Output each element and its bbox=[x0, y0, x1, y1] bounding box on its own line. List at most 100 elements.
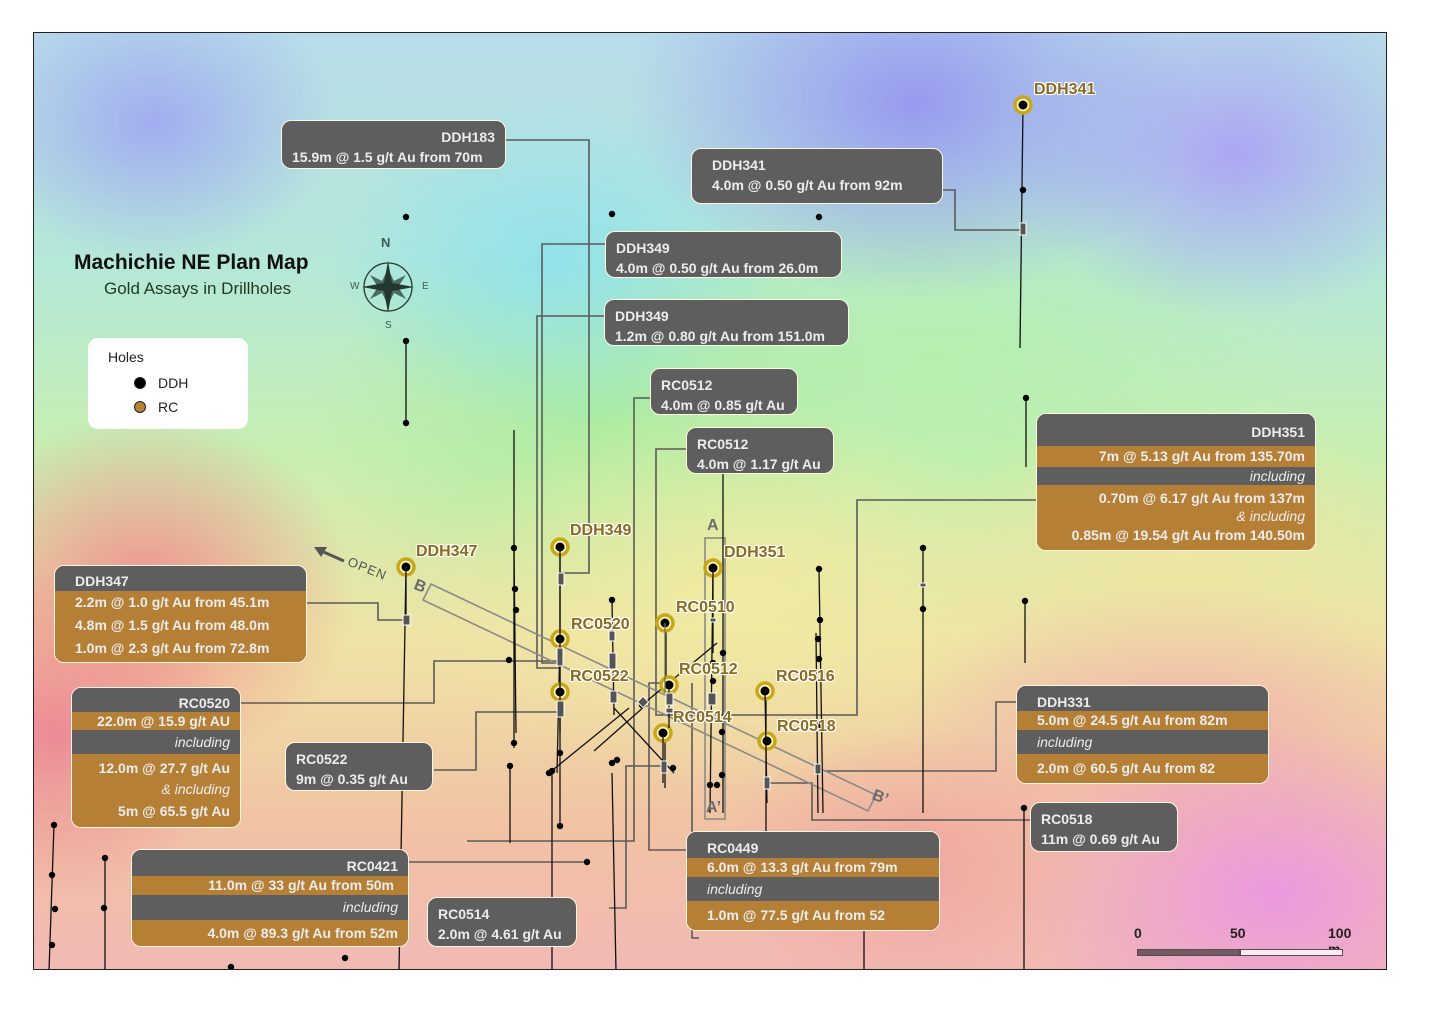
callout-including: including bbox=[687, 877, 939, 901]
section-lines bbox=[421, 537, 878, 820]
legend: Holes DDH RC bbox=[88, 338, 248, 429]
callout-assay: 11.0m @ 33 g/t Au from 50m bbox=[132, 876, 408, 895]
leader-rc0512a bbox=[467, 397, 655, 842]
callout-hole-name: DDH183 bbox=[441, 129, 495, 145]
leader-ddh331 bbox=[824, 701, 1016, 772]
callout-including: & including bbox=[161, 781, 231, 797]
callout-hole-name: DDH331 bbox=[1017, 686, 1268, 711]
leader-rc0421 bbox=[409, 861, 590, 863]
callout-ddh347[interactable]: DDH347 2.2m @ 1.0 g/t Au from 45.1m 4.8m… bbox=[54, 565, 307, 663]
callout-ddh349-deep[interactable]: DDH349 1.2m @ 0.80 g/t Au from 151.0m bbox=[604, 299, 849, 346]
callout-assay: 22.0m @ 15.9 g/t AU bbox=[72, 712, 240, 730]
legend-title: Holes bbox=[108, 349, 144, 365]
callout-ddh351[interactable]: DDH351 7m @ 5.13 g/t Au from 135.70m inc… bbox=[1036, 413, 1316, 551]
callout-assay: 7m @ 5.13 g/t Au from 135.70m bbox=[1037, 446, 1315, 467]
ddh-dot-icon bbox=[134, 377, 146, 389]
hole-label-ddh351[interactable]: DDH351 bbox=[724, 544, 786, 561]
hole-label-rc0516[interactable]: RC0516 bbox=[776, 668, 835, 685]
callout-ddh341[interactable]: DDH341 4.0m @ 0.50 g/t Au from 92m bbox=[691, 148, 943, 204]
leader-rc0512b bbox=[655, 448, 1037, 716]
hole-label-ddh341[interactable]: DDH341 bbox=[1034, 81, 1096, 98]
callout-hole-name: DDH349 bbox=[615, 308, 669, 324]
leader-ddh341 bbox=[942, 189, 1024, 231]
callout-rc0449[interactable]: RC0449 6.0m @ 13.3 g/t Au from 79m inclu… bbox=[686, 831, 940, 931]
callout-assay: 1.2m @ 0.80 g/t Au from 151.0m bbox=[615, 328, 825, 344]
hole-label-rc0520[interactable]: RC0520 bbox=[571, 616, 630, 633]
callout-hole-name: DDH341 bbox=[712, 157, 766, 173]
callout-assay: 4.0m @ 1.17 g/t Au bbox=[697, 456, 821, 472]
callout-assay: 0.85m @ 19.54 g/t Au from 140.50m bbox=[1071, 527, 1305, 543]
leader-ddh349b bbox=[536, 315, 606, 669]
callout-hole-name: RC0520 bbox=[72, 688, 240, 712]
legend-item-rc: RC bbox=[134, 399, 178, 415]
leader-rc0522 bbox=[434, 711, 559, 771]
callout-assay: 1.0m @ 77.5 g/t Au from 52 bbox=[687, 901, 939, 930]
callout-hole-name: RC0449 bbox=[687, 832, 939, 858]
leader-ddh349a bbox=[541, 243, 608, 664]
callout-assay: 1.0m @ 2.3 g/t Au from 72.8m bbox=[75, 640, 270, 656]
map-title: Machichie NE Plan Map bbox=[74, 251, 309, 274]
rc-dot-icon bbox=[134, 401, 146, 413]
callout-rc0421[interactable]: RC0421 11.0m @ 33 g/t Au from 50m includ… bbox=[131, 849, 409, 947]
callout-ddh349-shallow[interactable]: DDH349 4.0m @ 0.50 g/t Au from 26.0m bbox=[605, 231, 842, 278]
callout-assay: 9m @ 0.35 g/t Au bbox=[296, 771, 408, 787]
highlighted-collars bbox=[396, 95, 1033, 804]
callout-including: including bbox=[1017, 730, 1268, 754]
compass-west-label: W bbox=[350, 281, 360, 292]
section-label-a: A bbox=[707, 517, 719, 534]
callout-assay: 2.0m @ 4.61 g/t Au bbox=[438, 926, 562, 942]
compass-north-label: N bbox=[381, 235, 391, 250]
callout-ddh183[interactable]: DDH183 15.9m @ 1.5 g/t Au from 70m bbox=[281, 120, 506, 169]
callout-rc0518[interactable]: RC0518 11m @ 0.69 g/t Au bbox=[1030, 802, 1178, 852]
callout-including: including bbox=[132, 895, 408, 920]
callout-assay: 2.2m @ 1.0 g/t Au from 45.1m bbox=[75, 594, 270, 610]
callout-assay: 5.0m @ 24.5 g/t Au from 82m bbox=[1017, 711, 1268, 730]
callout-hole-name: RC0522 bbox=[296, 751, 348, 767]
hole-label-ddh349[interactable]: DDH349 bbox=[570, 522, 632, 539]
hole-label-ddh347[interactable]: DDH347 bbox=[416, 543, 478, 560]
legend-label-rc: RC bbox=[158, 399, 179, 415]
callout-assay: 15.9m @ 1.5 g/t Au from 70m bbox=[292, 149, 483, 165]
ddh-collars bbox=[48, 186, 1030, 969]
scale-bar-segment-dark bbox=[1137, 949, 1240, 956]
hole-label-rc0518[interactable]: RC0518 bbox=[777, 718, 836, 735]
hole-label-rc0522[interactable]: RC0522 bbox=[570, 668, 629, 685]
open-arrow bbox=[314, 547, 345, 563]
section-a-a-prime bbox=[704, 537, 726, 820]
hole-label-rc0510[interactable]: RC0510 bbox=[676, 599, 735, 616]
map-subtitle: Gold Assays in Drillholes bbox=[104, 279, 292, 298]
callout-including: including bbox=[72, 730, 240, 754]
callout-ddh331[interactable]: DDH331 5.0m @ 24.5 g/t Au from 82m inclu… bbox=[1016, 685, 1269, 784]
callout-rc0520[interactable]: RC0520 22.0m @ 15.9 g/t AU including 12.… bbox=[71, 687, 241, 828]
scale-tick-0: 0 bbox=[1134, 925, 1142, 941]
leader-lines bbox=[241, 139, 1037, 939]
compass-icon bbox=[362, 261, 414, 313]
callout-hole-name: DDH347 bbox=[55, 566, 306, 591]
callout-assay: 11m @ 0.69 g/t Au bbox=[1041, 831, 1160, 847]
callout-rc0512-a[interactable]: RC0512 4.0m @ 0.85 g/t Au bbox=[650, 368, 798, 415]
leader-rc0514 bbox=[609, 765, 662, 909]
callout-hole-name: RC0518 bbox=[1041, 811, 1093, 827]
leader-ddh347 bbox=[306, 602, 404, 621]
scale-bar: 0 50 100 m bbox=[1134, 925, 1351, 965]
callout-rc0512-b[interactable]: RC0512 4.0m @ 1.17 g/t Au bbox=[686, 427, 834, 474]
callout-hole-name: RC0512 bbox=[661, 377, 713, 393]
hole-label-rc0514[interactable]: RC0514 bbox=[673, 709, 732, 726]
hole-label-rc0512[interactable]: RC0512 bbox=[679, 661, 738, 678]
callout-assay: 0.70m @ 6.17 g/t Au from 137m bbox=[1098, 490, 1305, 506]
callout-assay: 4.0m @ 0.50 g/t Au from 92m bbox=[712, 177, 903, 193]
callout-assay: 12.0m @ 27.7 g/t Au bbox=[98, 760, 230, 776]
leader-rc0518 bbox=[767, 782, 1030, 821]
map-overlay bbox=[48, 95, 1037, 969]
callout-including: including bbox=[1037, 467, 1315, 485]
callout-assay: 2.0m @ 60.5 g/t Au from 82 bbox=[1017, 754, 1268, 783]
leader-rc0514b bbox=[691, 683, 699, 939]
callout-assay: 4.0m @ 0.50 g/t Au from 26.0m bbox=[616, 260, 819, 276]
leader-ddh183 bbox=[506, 139, 590, 574]
leader-rc0520 bbox=[241, 660, 559, 704]
callout-rc0522[interactable]: RC0522 9m @ 0.35 g/t Au bbox=[285, 742, 433, 791]
scale-bar-segment-light bbox=[1240, 949, 1343, 956]
callout-hole-name: RC0512 bbox=[697, 436, 749, 452]
compass-rose: N W E S bbox=[350, 235, 429, 333]
callout-rc0514[interactable]: RC0514 2.0m @ 4.61 g/t Au bbox=[427, 897, 577, 947]
